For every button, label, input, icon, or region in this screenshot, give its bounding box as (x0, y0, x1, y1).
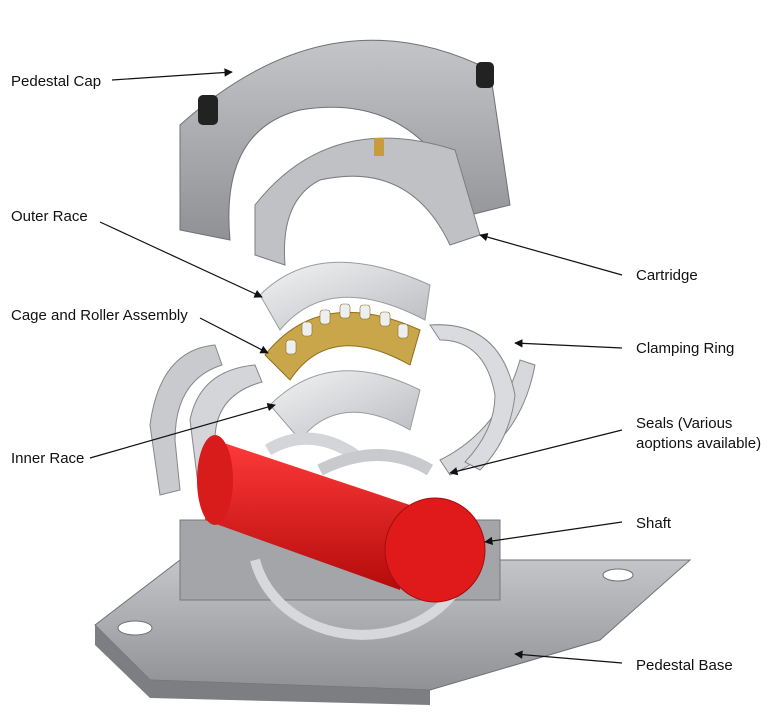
leader-pedestal-cap (111, 68, 233, 81)
leader-seals (449, 429, 623, 476)
leader-lines (89, 68, 623, 664)
label-outer-race: Outer Race (11, 208, 88, 225)
leader-outer-race (99, 221, 263, 298)
label-pedestal-cap: Pedestal Cap (11, 73, 102, 90)
leader-inner-race (89, 403, 276, 459)
label-pedestal-base: Pedestal Base (636, 657, 733, 674)
cartridge-part (254, 137, 481, 266)
shaft-part (197, 432, 486, 603)
label-clamping-ring: Clamping Ring (636, 340, 735, 357)
label-cartridge: Cartridge (636, 267, 698, 284)
outer-race-part (259, 261, 431, 331)
label-seals-line-2: aoptions available) (636, 435, 762, 452)
label-shaft: Shaft (636, 515, 672, 532)
leader-shaft (484, 521, 623, 546)
label-inner-race: Inner Race (11, 450, 85, 467)
leader-cage-roller (199, 317, 269, 354)
clamping-ring-part (429, 324, 516, 471)
leader-clamping-ring (514, 339, 623, 349)
leader-pedestal-base (514, 650, 623, 664)
label-seals-line-1: Seals (Various (636, 415, 733, 432)
inner-race-part (269, 370, 421, 441)
label-seals: Seals (Various aoptions available) (636, 414, 771, 454)
cage-roller-part (264, 303, 421, 381)
label-cage-roller-assembly: Cage and Roller Assembly (11, 307, 188, 324)
leader-cartridge (479, 233, 623, 276)
